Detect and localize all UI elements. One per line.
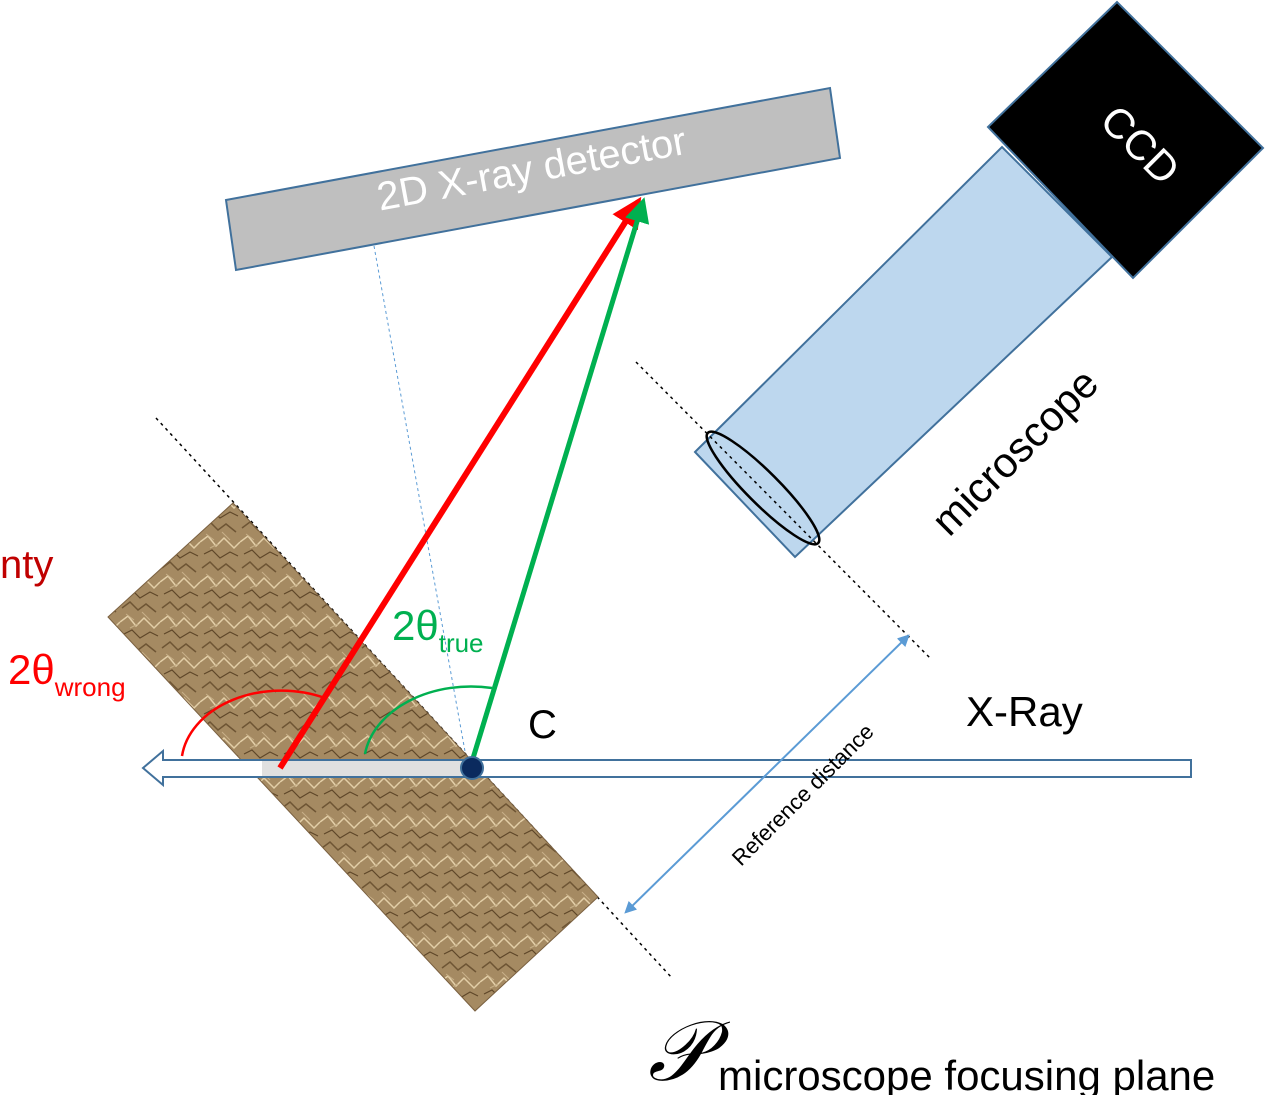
center-point (460, 756, 484, 780)
objective-lens (705, 430, 821, 546)
xray-beam-in-sample (262, 761, 467, 776)
detector-panel (224, 86, 842, 272)
focusing-plane-label: microscope focusing plane (718, 1052, 1215, 1095)
two-theta-true-label: 2θtrue (392, 602, 484, 658)
two-theta-true-symbol: 2θ (392, 602, 439, 649)
detector: 2D X-ray detector (224, 86, 842, 272)
two-theta-wrong-label: 2θwrong (8, 646, 126, 702)
reference-distance-arrow (624, 634, 910, 914)
two-theta-wrong-subscript: wrong (54, 672, 126, 702)
ccd-camera (986, 0, 1265, 280)
two-theta-true-arc (363, 685, 493, 755)
detector-normal-line (373, 245, 469, 769)
true-diffraction-beam (467, 197, 650, 769)
xray-label: X-Ray (966, 688, 1083, 735)
wrong-diffraction-beam (277, 196, 642, 770)
uncertainty-label: nty (0, 543, 53, 587)
two-theta-true-subscript: true (439, 628, 484, 658)
reference-distance-label: Reference distance (727, 719, 879, 871)
sample (107, 502, 599, 1012)
two-theta-wrong-symbol: 2θ (8, 646, 55, 693)
microscope-body (693, 145, 1114, 559)
two-theta-wrong-arc (180, 689, 326, 757)
center-label: C (528, 703, 557, 747)
microscope: CCD microscope (693, 0, 1265, 559)
